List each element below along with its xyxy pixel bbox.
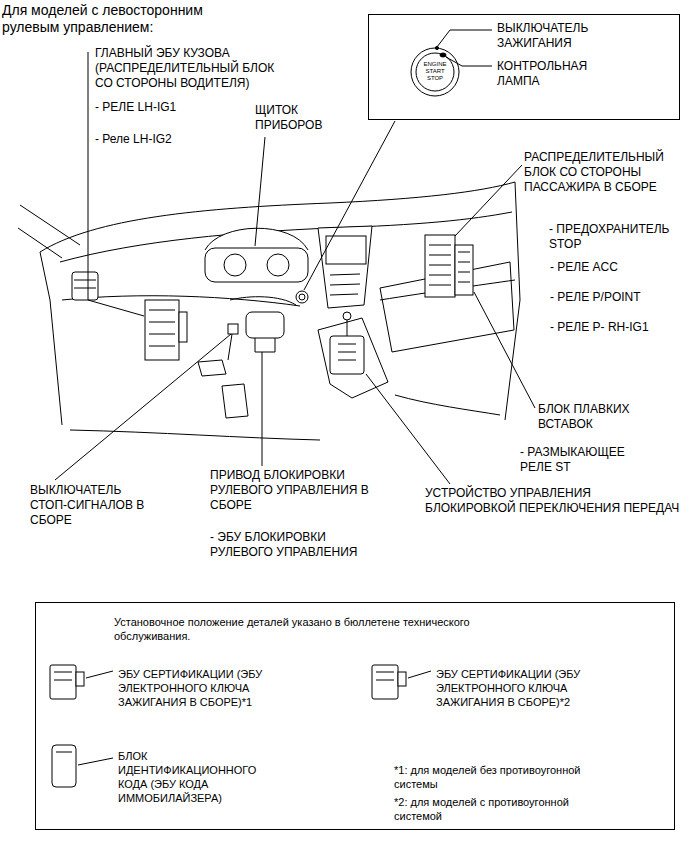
- note-text: Установочное положение деталей указано в…: [114, 615, 544, 643]
- part-label: ВЫКЛЮЧАТЕЛЬ СТОП-СИГНАЛОВ В СБОРЕ: [30, 483, 155, 528]
- part-label: ЩИТОК ПРИБОРОВ: [255, 103, 333, 133]
- sub-part-label: - РАЗМЫКАЮЩЕЕ РЕЛЕ ST: [520, 445, 638, 475]
- part-label: РАСПРЕДЕЛИТЕЛЬНЫЙ БЛОК СО СТОРОНЫ ПАССАЖ…: [524, 150, 686, 195]
- part-label: БЛОК ИДЕНТИФИКАЦИОННОГО КОДА (ЭБУ КОДА И…: [118, 749, 278, 805]
- note-box: Установочное положение деталей указано в…: [35, 602, 675, 830]
- part-label: ЭБУ СЕРТИФИКАЦИИ (ЭБУ ЭЛЕКТРОННОГО КЛЮЧА…: [436, 667, 581, 709]
- part-label: ЭБУ СЕРТИФИКАЦИИ (ЭБУ ЭЛЕКТРОННОГО КЛЮЧА…: [118, 667, 263, 709]
- part-label: КОНТРОЛЬНАЯ ЛАМПА: [497, 59, 622, 89]
- part-label: УСТРОЙСТВО УПРАВЛЕНИЯ БЛОКИРОВКОЙ ПЕРЕКЛ…: [425, 486, 683, 516]
- button-text: ENGINE START STOP: [419, 61, 451, 82]
- part-label: ГЛАВНЫЙ ЭБУ КУЗОВА (РАСПРЕДЕЛИТЕЛЬНЫЙ БЛ…: [95, 46, 285, 91]
- part-label: БЛОК ПЛАВКИХ ВСТАВОК: [538, 402, 668, 432]
- part-label: ПРИВОД БЛОКИРОВКИ РУЛЕВОГО УПРАВЛЕНИЯ В …: [210, 468, 388, 513]
- footnote: *2: для моделей с противоугонной системо…: [394, 795, 594, 823]
- heading-note: Для моделей с левосторонним рулевым упра…: [2, 2, 234, 36]
- part-label: ВЫКЛЮЧАТЕЛЬ ЗАЖИГАНИЯ: [497, 21, 622, 51]
- inset-box: ВЫКЛЮЧАТЕЛЬ ЗАЖИГАНИЯ КОНТРОЛЬНАЯ ЛАМПА: [368, 14, 680, 120]
- sub-part-label: - ПРЕДОХРАНИТЕЛЬ STOP: [549, 222, 686, 252]
- sub-part-label: - РЕЛЕ P/POINT: [550, 290, 680, 305]
- footnote: *1: для моделей без противоугонной систе…: [394, 763, 594, 791]
- sub-part-label: - РЕЛЕ P- RH-IG1: [550, 320, 680, 335]
- sub-part-label: - РЕЛЕ ACC: [550, 260, 680, 275]
- sub-part-label: - Реле LH-IG2: [95, 132, 245, 147]
- sub-part-label: - ЭБУ БЛОКИРОВКИ РУЛЕВОГО УПРАВЛЕНИЯ: [210, 530, 388, 560]
- sub-part-label: - РЕЛЕ LH-IG1: [95, 100, 245, 115]
